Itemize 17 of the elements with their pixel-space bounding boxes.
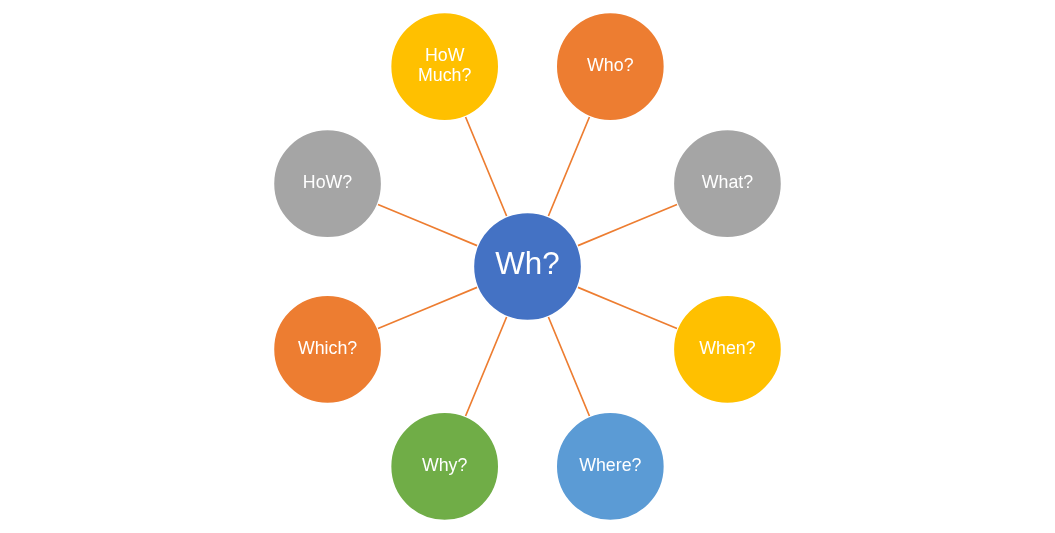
node-circle: What?: [672, 128, 783, 240]
node-circle: Where?: [554, 411, 666, 522]
node-circle: Which?: [272, 293, 383, 405]
connector: [464, 116, 508, 217]
node-circle: Why?: [389, 411, 501, 522]
connector: [377, 203, 478, 247]
connector: [377, 286, 478, 330]
connector: [577, 203, 678, 247]
node-circle: HoW Much?: [389, 11, 501, 122]
node-circle: Who?: [554, 11, 666, 122]
node-circle: Wh?: [472, 211, 583, 322]
node-circle: HoW?: [272, 128, 383, 240]
connector: [547, 116, 591, 217]
connector: [547, 316, 591, 417]
connector: [464, 316, 508, 417]
connector: [577, 286, 678, 330]
node-circle: When?: [672, 293, 783, 405]
